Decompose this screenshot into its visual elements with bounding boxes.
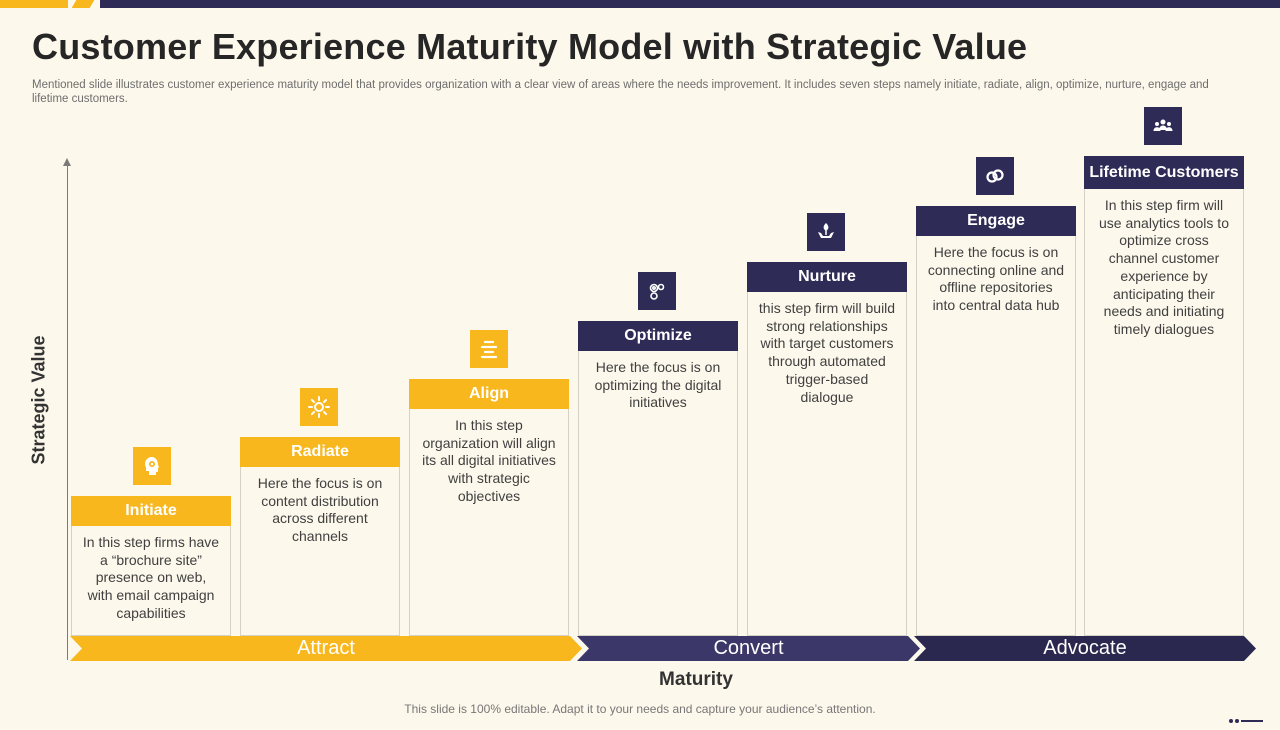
gears-icon (638, 272, 676, 310)
step-description: this step firm will build strong relatio… (758, 300, 896, 405)
y-axis-line (67, 164, 68, 660)
y-axis-arrow-icon (63, 158, 71, 166)
step-description: In this step firms have a “brochure site… (82, 534, 220, 621)
step-title: Engage (916, 206, 1076, 236)
step-radiate: Radiate Here the focus is on content dis… (240, 437, 400, 636)
hands-plant-icon (807, 213, 845, 251)
step-description: Here the focus is on optimizing the digi… (594, 359, 722, 411)
step-description: In this step firm will use analytics too… (1099, 197, 1229, 337)
phase-band-attract: Attract (70, 636, 582, 661)
step-optimize: Optimize Here the focus is on optimizing… (578, 321, 738, 636)
people-group-icon (1144, 107, 1182, 145)
step-engage: Engage Here the focus is on connecting o… (916, 206, 1076, 636)
align-lines-icon (470, 330, 508, 368)
sun-icon (300, 388, 338, 426)
step-initiate: Initiate In this step firms have a “broc… (71, 496, 231, 636)
step-description: Here the focus is on content distributio… (257, 475, 383, 545)
y-axis-label: Strategic Value (28, 335, 49, 465)
head-bulb-icon (133, 447, 171, 485)
step-description: Here the focus is on connecting online a… (927, 244, 1065, 314)
top-accent-bar-yellow (0, 0, 68, 8)
step-align: Align In this step organization will ali… (409, 379, 569, 636)
step-title: Lifetime Customers (1084, 156, 1244, 189)
x-axis-label: Maturity (659, 669, 733, 690)
step-nurture: Nurture this step firm will build strong… (747, 262, 907, 636)
footer-note: This slide is 100% editable. Adapt it to… (404, 702, 876, 716)
top-accent-bar-navy (100, 0, 1280, 8)
step-title: Optimize (578, 321, 738, 351)
step-title: Nurture (747, 262, 907, 292)
phase-band-advocate: Advocate (914, 636, 1256, 661)
page-indicator (1229, 712, 1263, 730)
step-title: Initiate (71, 496, 231, 526)
step-title: Align (409, 379, 569, 409)
link-icon (976, 157, 1014, 195)
page-title: Customer Experience Maturity Model with … (32, 26, 1028, 67)
top-accent-bar-yellow-slant (71, 0, 95, 8)
step-title: Radiate (240, 437, 400, 467)
page-subtitle: Mentioned slide illustrates customer exp… (32, 79, 1209, 105)
step-lifetime-customers: Lifetime Customers In this step firm wil… (1084, 156, 1244, 636)
phase-band-convert: Convert (577, 636, 920, 661)
step-description: In this step organization will align its… (422, 417, 556, 504)
